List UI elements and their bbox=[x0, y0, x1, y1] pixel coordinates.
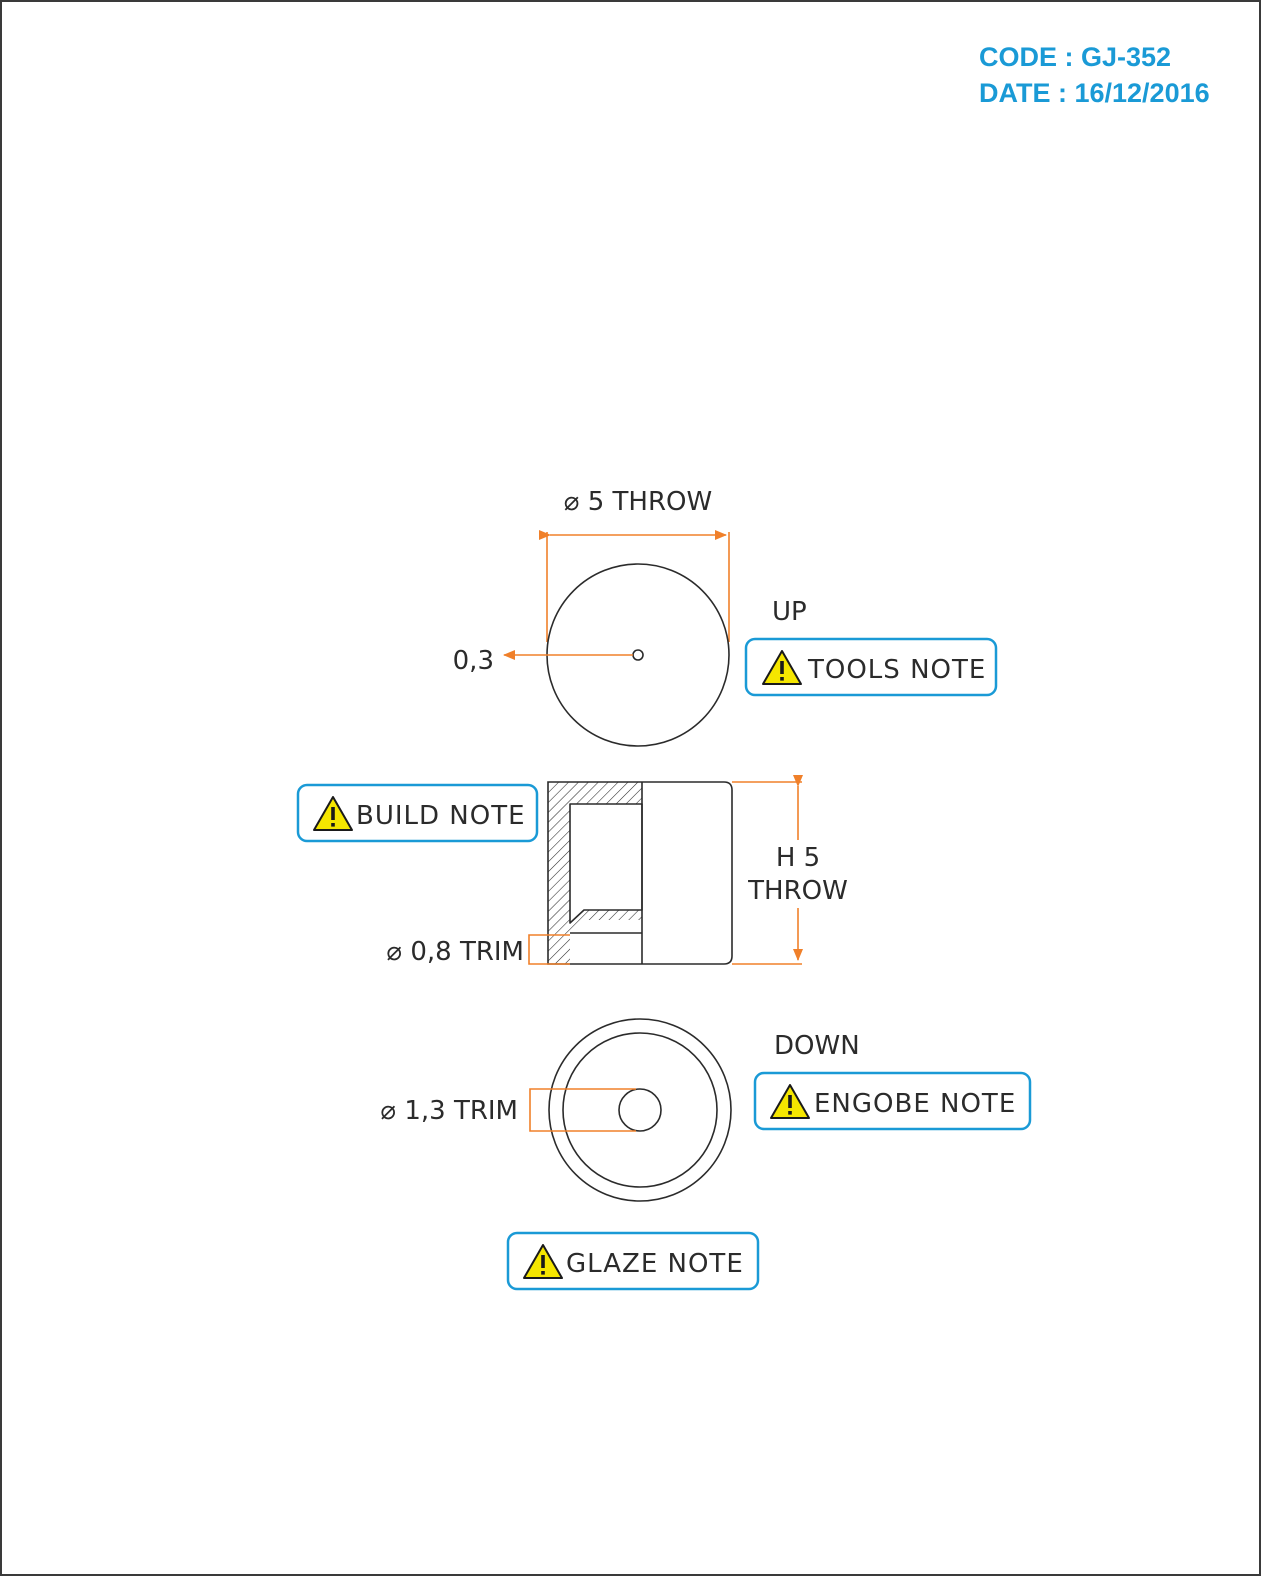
bottom-foot-ring bbox=[562, 1032, 718, 1188]
inner-cavity bbox=[569, 803, 643, 924]
engobe-note-text: ENGOBE NOTE bbox=[814, 1089, 1016, 1119]
hole-size-label: 0,3 bbox=[453, 646, 494, 676]
build-note-text: BUILD NOTE bbox=[356, 801, 526, 831]
tools-note-badge: TOOLS NOTE bbox=[744, 637, 998, 697]
engobe-note-badge: ENGOBE NOTE bbox=[753, 1071, 1032, 1131]
bottom-outer-circle bbox=[548, 1018, 732, 1202]
build-note-badge: BUILD NOTE bbox=[296, 783, 539, 843]
side-trim-label: ⌀ 0,8 TRIM bbox=[386, 937, 524, 967]
bottom-trim-leader bbox=[529, 1088, 636, 1132]
down-label: DOWN bbox=[774, 1031, 860, 1061]
top-center-hole bbox=[632, 649, 644, 661]
bottom-trim-hole bbox=[618, 1088, 662, 1132]
tools-note-text: TOOLS NOTE bbox=[807, 655, 986, 685]
top-diameter-label: ⌀ 5 THROW bbox=[564, 487, 712, 517]
side-outline bbox=[547, 781, 733, 965]
bottom-trim-label: ⌀ 1,3 TRIM bbox=[380, 1096, 518, 1126]
trim-leader-bracket bbox=[528, 934, 570, 965]
side-view: H 5 THROW ⌀ 0,8 TRIM BUILD NOTE bbox=[296, 775, 848, 967]
top-view: ⌀ 5 THROW 0,3 UP TOOLS NOTE bbox=[453, 487, 998, 747]
height-label-line1: H 5 bbox=[776, 843, 820, 873]
date-label: DATE : 16/12/2016 bbox=[979, 78, 1210, 108]
glaze-note-text: GLAZE NOTE bbox=[566, 1249, 744, 1279]
code-label: CODE : GJ-352 bbox=[979, 42, 1172, 72]
height-label-line2: THROW bbox=[747, 876, 848, 906]
glaze-note-badge: GLAZE NOTE bbox=[506, 1231, 760, 1291]
bottom-view: ⌀ 1,3 TRIM DOWN ENGOBE NOTE GLAZE NOTE bbox=[380, 1018, 1032, 1291]
up-label: UP bbox=[772, 597, 807, 627]
